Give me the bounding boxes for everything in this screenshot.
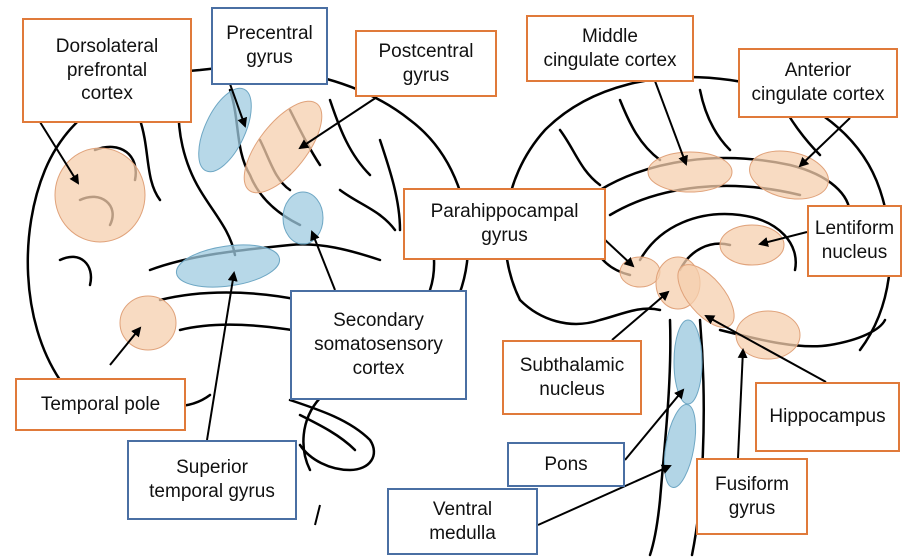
lentiform-region (720, 225, 784, 265)
label-lentiform-nucleus: Lentiform nucleus (807, 205, 902, 277)
label-parahippocampal-gyrus: Parahippocampal gyrus (403, 188, 606, 260)
label-dorsolateral-prefrontal-cortex: Dorsolateral prefrontal cortex (22, 18, 192, 123)
label-precentral-gyrus: Precentral gyrus (211, 7, 328, 85)
fusiform-region (736, 311, 800, 359)
label-postcentral-gyrus: Postcentral gyrus (355, 30, 497, 97)
label-temporal-pole: Temporal pole (15, 378, 186, 431)
label-anterior-cingulate-cortex: Anterior cingulate cortex (738, 48, 898, 118)
parahippocampal-region (620, 257, 660, 287)
label-fusiform-gyrus: Fusiform gyrus (696, 458, 808, 535)
label-middle-cingulate-cortex: Middle cingulate cortex (526, 15, 694, 82)
middle-cingulate-region (648, 152, 732, 192)
label-hippocampus: Hippocampus (755, 382, 900, 452)
label-pons: Pons (507, 442, 625, 487)
label-secondary-somatosensory-cortex: Secondary somatosensory cortex (290, 290, 467, 400)
label-superior-temporal-gyrus: Superior temporal gyrus (127, 440, 297, 520)
label-ventral-medulla: Ventral medulla (387, 488, 538, 555)
dlpfc-region (55, 148, 145, 242)
secondary-somatosensory-region (283, 192, 323, 244)
label-subthalamic-nucleus: Subthalamic nucleus (502, 340, 642, 415)
pons-region (674, 320, 702, 404)
